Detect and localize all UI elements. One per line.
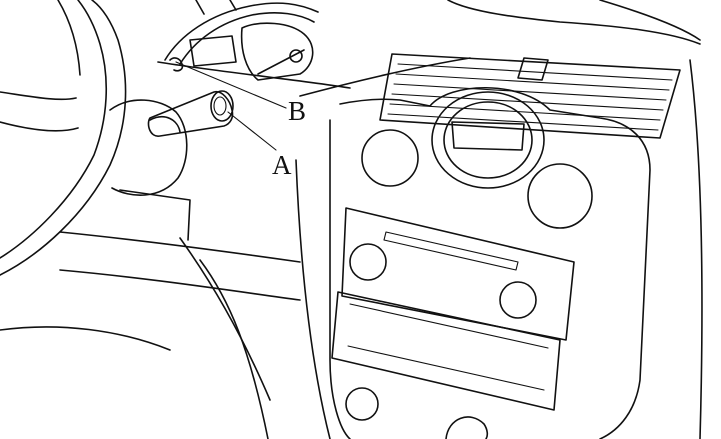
left-hvac-knob [361,129,419,187]
callout-label-a: A [272,150,292,180]
callout-label-b: B [288,96,306,126]
instrument-cluster [164,0,319,81]
clock-display [431,91,545,189]
center-console [295,59,703,439]
wiper-stalk [147,90,234,137]
dash-top [299,0,701,97]
lower-left-button [345,387,379,421]
leader-line-b [175,61,287,109]
storage-pocket [331,291,561,411]
lower-right-button [445,416,489,439]
dash-top-edge [157,61,351,89]
right-hvac-knob [527,163,593,229]
air-vent [379,53,681,139]
lower-dashboard [0,231,301,439]
steering-wheel [0,0,127,276]
leader-line-a [227,111,277,151]
steering-column [109,99,191,241]
radio-unit [341,207,575,341]
